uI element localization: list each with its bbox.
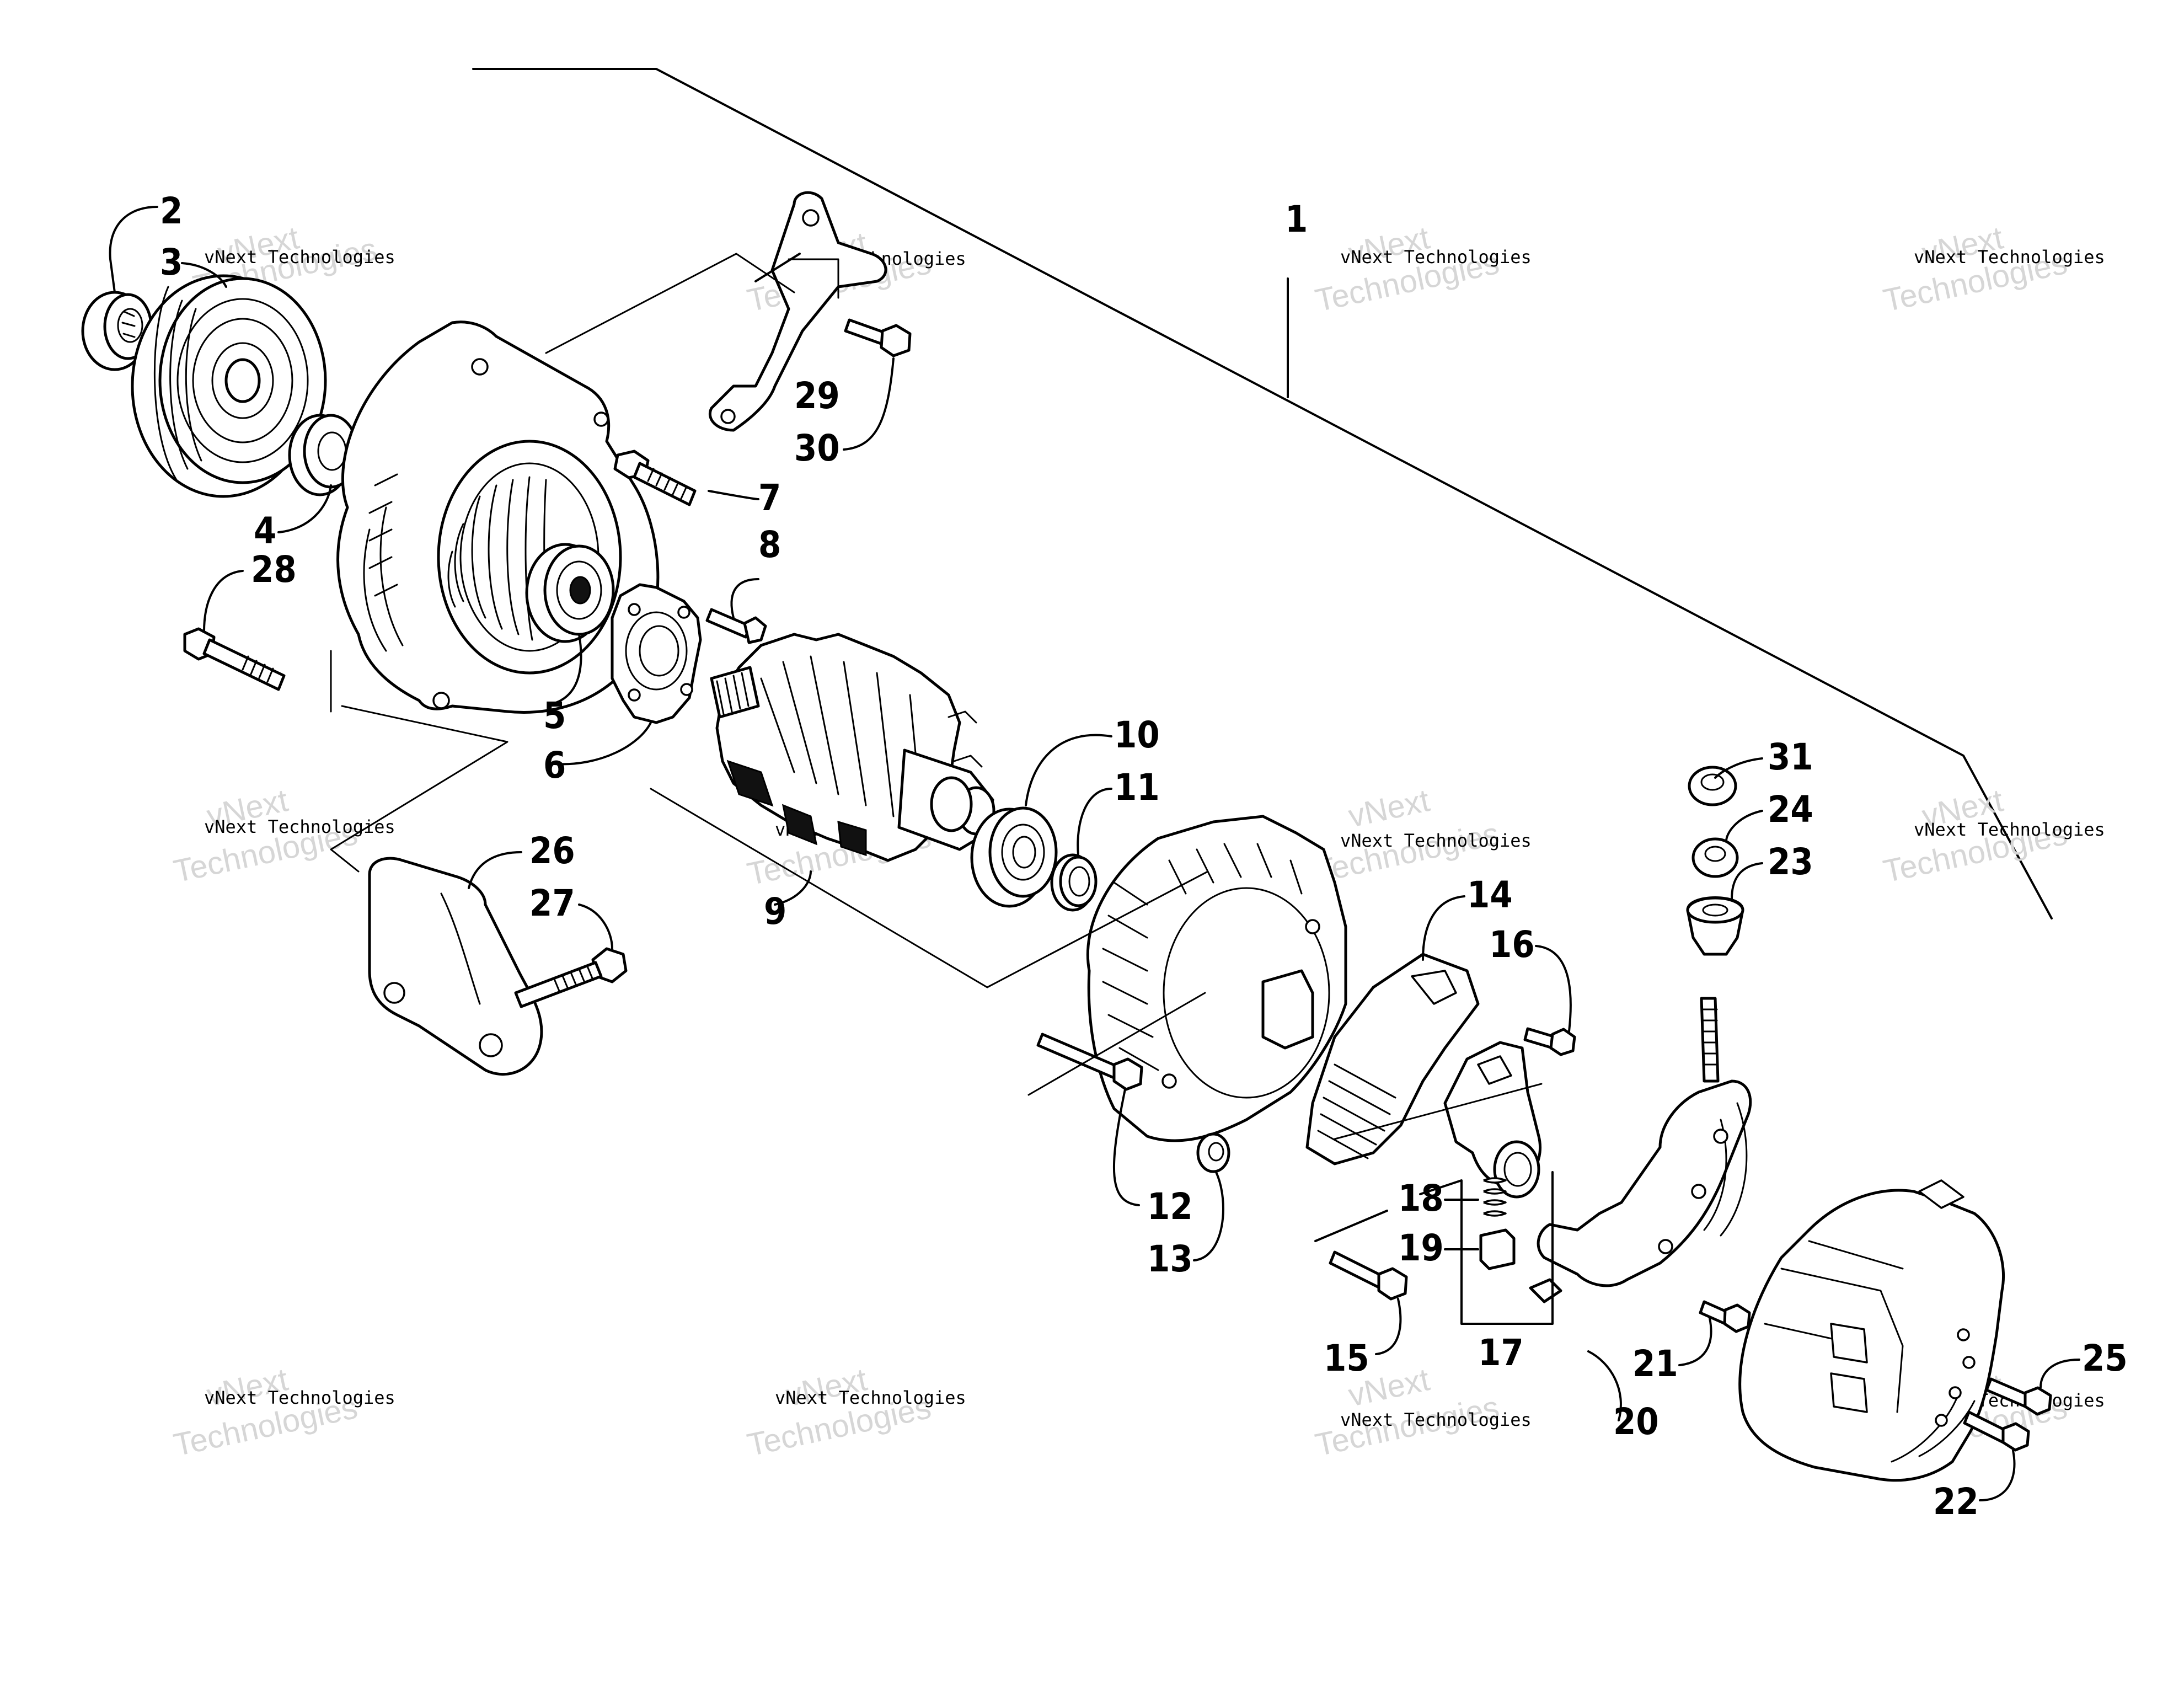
part-27-bolt <box>514 947 628 1008</box>
callout-16: 16 <box>1489 923 1535 966</box>
part-rear-housing <box>1086 815 1347 1142</box>
part-front-housing <box>336 320 660 714</box>
callout-28: 28 <box>251 548 297 591</box>
callout-7: 7 <box>758 477 781 519</box>
part-15-screw <box>1329 1250 1408 1301</box>
callout-5: 5 <box>543 694 566 737</box>
callout-1: 1 <box>1285 198 1308 240</box>
callout-24: 24 <box>1768 788 1813 831</box>
callout-11: 11 <box>1114 766 1160 809</box>
watermark-text: vNext Technologies <box>1914 819 2105 840</box>
watermark-text: vNext Technologies <box>204 816 395 837</box>
watermark-vnext: vNext <box>1345 782 1433 834</box>
part-17-brush-holder <box>1443 1041 1542 1199</box>
assembly-bracket-lines <box>472 68 2053 919</box>
callout-2: 2 <box>160 190 183 232</box>
part-14-regulator <box>1305 953 1480 1165</box>
part-6-retainer-plate <box>611 583 702 724</box>
callout-18: 18 <box>1398 1177 1444 1220</box>
part-22-screw <box>1963 1410 2030 1452</box>
part-26-mounting-bracket <box>368 857 543 1076</box>
callout-19: 19 <box>1398 1227 1444 1269</box>
callout-13: 13 <box>1147 1238 1193 1280</box>
part-24-nut <box>1691 837 1739 878</box>
callout-10: 10 <box>1114 714 1160 756</box>
callout-12: 12 <box>1147 1185 1193 1228</box>
callout-17: 17 <box>1478 1332 1524 1374</box>
callout-26: 26 <box>529 830 575 872</box>
part-20-rectifier <box>1529 997 1752 1303</box>
part-3-pulley <box>131 274 327 498</box>
watermark-text: vNext Technologies <box>204 247 395 268</box>
callout-20: 20 <box>1613 1400 1659 1443</box>
callout-4: 4 <box>254 510 276 552</box>
callout-23: 23 <box>1768 841 1813 883</box>
callout-31: 31 <box>1768 736 1813 778</box>
part-30-bolt <box>844 318 912 357</box>
callout-21: 21 <box>1632 1343 1678 1385</box>
part-8-screw <box>705 608 767 644</box>
callout-14: 14 <box>1467 874 1513 916</box>
part-10-rear-bearing <box>970 806 1058 908</box>
callout-25: 25 <box>2082 1337 2128 1379</box>
part-28-through-bolt <box>183 627 286 691</box>
leader-lines <box>109 206 2080 1501</box>
callout-29: 29 <box>794 375 840 417</box>
watermark-text: vNext Technologies <box>1914 247 2105 268</box>
callout-15: 15 <box>1324 1337 1369 1379</box>
callout-6: 6 <box>543 744 566 787</box>
part-9-rotor <box>710 633 995 862</box>
part-31-nut <box>1688 766 1737 806</box>
watermark-text: vNext Technologies <box>204 1387 395 1408</box>
callout-27: 27 <box>529 882 575 924</box>
part-13-nut <box>1196 1132 1230 1173</box>
watermark-text: vNext Technologies <box>1340 1409 1532 1430</box>
part-end-cover <box>1738 1179 2005 1482</box>
part-7-stud-bolt <box>613 450 697 506</box>
callout-9: 9 <box>764 890 786 933</box>
callout-8: 8 <box>758 523 781 566</box>
part-19-brush <box>1479 1228 1516 1270</box>
part-16-screw <box>1523 1027 1576 1056</box>
callout-22: 22 <box>1933 1480 1979 1523</box>
part-23-insulator <box>1686 896 1744 956</box>
part-21-screw <box>1699 1300 1751 1333</box>
callout-3: 3 <box>160 241 183 284</box>
part-5-bearing <box>525 543 615 643</box>
watermark-text: vNext Technologies <box>1340 830 1532 851</box>
part-25-screw <box>1985 1377 2052 1416</box>
part-18-spring <box>1483 1177 1507 1217</box>
watermark-text: vNext Technologies <box>775 1387 966 1408</box>
watermark-text: vNext Technologies <box>1340 247 1532 268</box>
part-11-seal <box>1050 853 1098 912</box>
callout-labels: 1 2 3 4 5 6 7 8 9 10 11 12 13 14 15 16 1… <box>160 190 2128 1523</box>
callout-30: 30 <box>794 427 840 469</box>
part-29-bracket <box>709 191 887 432</box>
